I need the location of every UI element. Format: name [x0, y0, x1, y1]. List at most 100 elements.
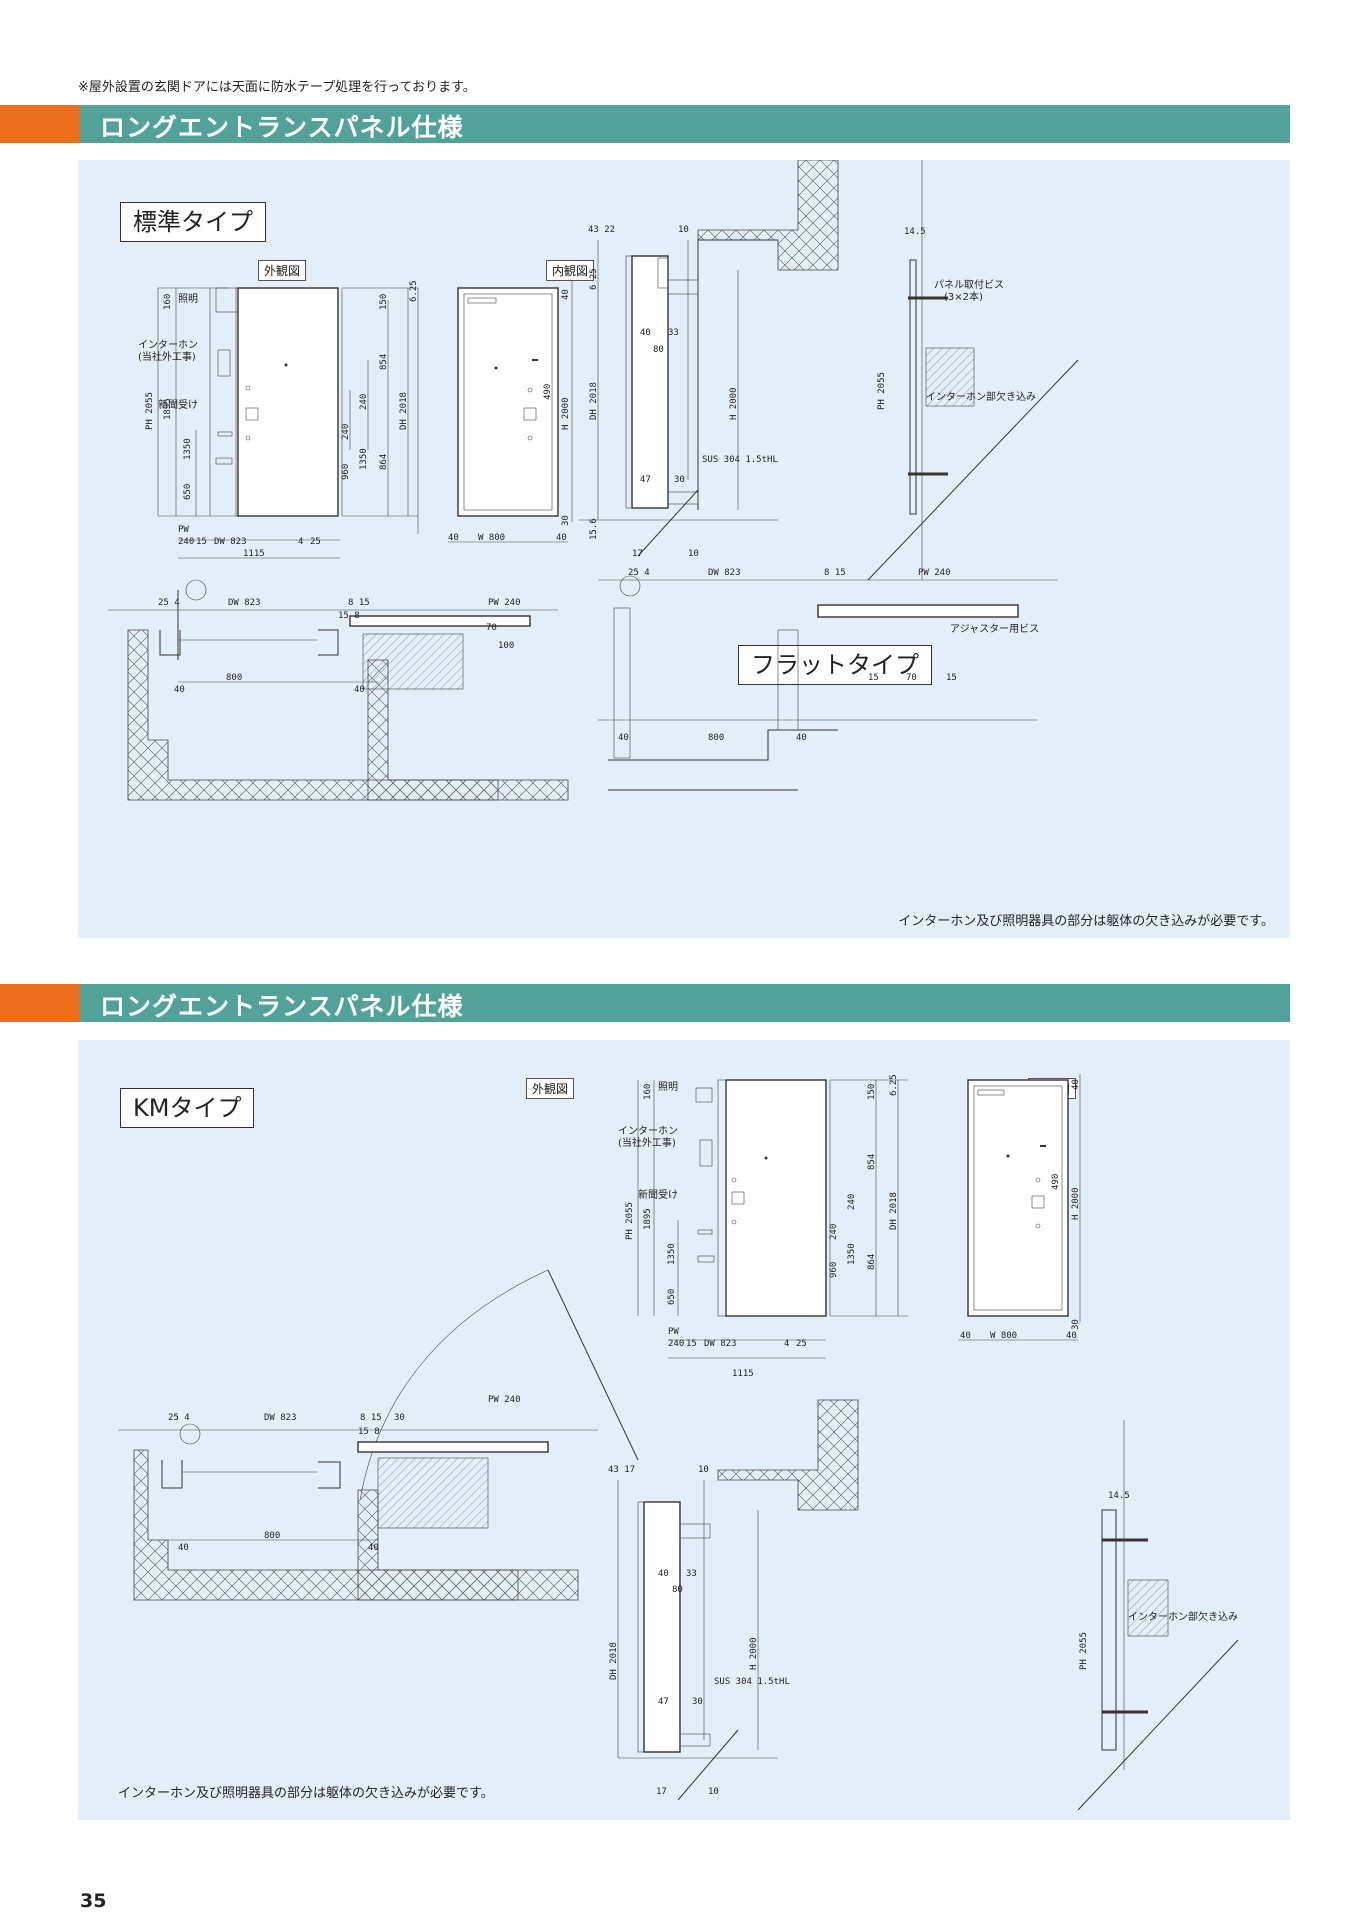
dim-80-km-sec: 80 [672, 1585, 683, 1595]
dim-pw240-km: 240 [668, 1339, 684, 1349]
dim-490-km: 490 [1051, 1174, 1061, 1190]
dim-w800: W 800 [478, 533, 505, 543]
callout-sus: SUS 304 1.5tHL [702, 455, 778, 465]
dim-960-km: 960 [829, 1262, 839, 1278]
dim-dw823-plan-km: DW 823 [264, 1413, 297, 1423]
dim-1895: 1895 [163, 398, 173, 420]
top-note: ※屋外設置の玄関ドアには天面に防水テープ処理を行っております。 [78, 80, 476, 95]
dim-47-km-sec: 47 [658, 1697, 669, 1707]
dim-dh2018: DH 2018 [399, 392, 409, 430]
dim-pw-km: PW [668, 1327, 679, 1337]
dim-40-km-sec: 40 [658, 1569, 669, 1579]
dim-1350-km: 1350 [667, 1243, 677, 1265]
dim-ph2055-km-side: PH 2055 [1079, 1632, 1089, 1670]
section1-drawings: PW 240 15 DW 823 4 25 1115 PH 2055 1895 … [108, 160, 1079, 801]
type-flat-label: フラットタイプ [738, 645, 932, 685]
dim-150-km: 150 [867, 1084, 877, 1100]
dim-30-sec: 30 [674, 475, 685, 485]
dim-625: 6.25 [409, 280, 419, 302]
dim-1350b: 1350 [359, 448, 369, 470]
dim-w800-km: W 800 [990, 1331, 1017, 1341]
section2-header: ロングエントランスパネル仕様 [0, 984, 1290, 1022]
dim-80-sec: 80 [653, 345, 664, 355]
dim-40-km-l: 40 [178, 1543, 189, 1553]
interior-view-2: 40 490 H 2000 30 40 W 800 40 [958, 1074, 1081, 1341]
dim-10-km-top: 10 [698, 1465, 709, 1475]
dim-158: 15 8 [338, 611, 360, 621]
interior-view-1: 40 490 H 2000 30 40 W 800 40 [448, 280, 573, 543]
dim-40-sec: 40 [640, 328, 651, 338]
dim-33-sec: 33 [668, 328, 679, 338]
dim-pw240: 240 [178, 537, 194, 547]
dim-47-sec: 47 [640, 475, 651, 485]
dim-30-int2: 30 [1071, 1319, 1081, 1330]
exterior-label-1: 外観図 [258, 260, 307, 281]
dim-40-plan-l: 40 [174, 685, 185, 695]
dim-160: 160 [163, 294, 173, 310]
dim-240-km-b: 240 [829, 1224, 839, 1240]
dim-800-flat: 800 [708, 733, 724, 743]
dim-dw823: DW 823 [214, 537, 247, 547]
dim-4-km: 4 [784, 1339, 789, 1349]
dim-15-flat-a: 15 [868, 673, 879, 683]
dim-10-km-bot: 10 [708, 1787, 719, 1797]
section2-panel: KMタイプ 外観図 内観図 インターホン及び照明器具の部分は躯体の欠き込みが必要… [78, 1040, 1290, 1820]
dim-dw823-km: DW 823 [704, 1339, 737, 1349]
callout-cutout-km: インターホン部欠き込み [1128, 1610, 1238, 1623]
dim-dw823-plan: DW 823 [228, 598, 261, 608]
side-section-2: 14.5 PH 2055 インターホン部欠き込み [1077, 1420, 1239, 1811]
dim-40-flat-l: 40 [618, 733, 629, 743]
dim-145-km: 14.5 [1108, 1491, 1130, 1501]
type-km-label: KMタイプ [120, 1088, 255, 1128]
callout-mail-km: 新聞受け [638, 1188, 678, 1201]
plan-view-km: 25 4 DW 823 8 15 30 15 8 PW 240 800 40 4… [118, 1269, 639, 1601]
dim-pw: PW [178, 525, 189, 535]
callout-cutout: インターホン部欠き込み [926, 390, 1036, 403]
callout-light-km: 照明 [658, 1081, 678, 1093]
dim-864-km: 864 [867, 1254, 877, 1270]
dim-815-km: 8 15 [360, 1413, 382, 1423]
section1-panel: 標準タイプ 外観図 内観図 フラットタイプ インターホン及び照明器具の部分は躯体… [78, 160, 1290, 938]
dim-30-km-sec: 30 [692, 1697, 703, 1707]
dim-10-bot: 10 [688, 549, 699, 559]
exterior-label-2: 外観図 [526, 1078, 575, 1099]
callout-light: 照明 [178, 293, 198, 305]
section2-drawings: PH 2055 1895 1350 650 160 150 6.25 854 8… [118, 1074, 1239, 1811]
dim-ph2055-side: PH 2055 [877, 372, 887, 410]
callout-screw-qty: (3×2本) [944, 290, 983, 303]
type-standard-label: 標準タイプ [120, 202, 266, 242]
dim-1350-km-b: 1350 [847, 1243, 857, 1265]
section2-title: ロングエントランスパネル仕様 [100, 992, 464, 1021]
plan-view-standard: 25 4 DW 823 8 15 15 8 PW 240 800 40 40 1… [108, 579, 569, 801]
dim-800-km: 800 [264, 1531, 280, 1541]
dim-240a: 240 [359, 394, 369, 410]
dim-40-l: 40 [448, 533, 459, 543]
dim-dh2018-km: DH 2018 [889, 1192, 899, 1230]
caption-1: インターホン及び照明器具の部分は躯体の欠き込みが必要です。 [898, 914, 1274, 929]
dim-25-km: 25 [796, 1339, 807, 1349]
dim-864: 864 [379, 454, 389, 470]
dim-625b: 6 25 [589, 268, 599, 290]
dim-dw823-flat: DW 823 [708, 568, 741, 578]
dim-h2000: H 2000 [561, 397, 571, 430]
dim-240b: 240 [341, 424, 351, 440]
callout-intercom-km: インターホン [618, 1125, 678, 1137]
dim-815-flat: 8 15 [824, 568, 846, 578]
side-section-1: 14.5 PH 2055 パネル取付ビス (3×2本) インターホン部欠き込み [867, 160, 1079, 581]
plan-view-flat: 25 4 DW 823 8 15 PW 240 800 40 40 15 70 … [598, 568, 1058, 791]
dim-15: 15 [196, 537, 207, 547]
dim-650-km: 650 [667, 1289, 677, 1305]
dim-1350: 1350 [183, 438, 193, 460]
vertical-section-2: 43 17 10 DH 2018 H 2000 SUS 304 1.5tHL 4… [608, 1399, 859, 1801]
dim-30-int: 30 [561, 515, 571, 526]
dim-854: 854 [379, 354, 389, 370]
dim-40-int2: 40 [1071, 1079, 1081, 1090]
callout-intercom: インターホン [138, 339, 198, 351]
dim-960: 960 [341, 464, 351, 480]
dim-800-plan: 800 [226, 673, 242, 683]
dim-815: 8 15 [348, 598, 370, 608]
dim-pw240-km-plan: PW 240 [488, 1395, 521, 1405]
callout-adjuster: アジャスター用ビス [950, 623, 1039, 635]
dim-854-km: 854 [867, 1154, 877, 1170]
dim-4: 4 [298, 537, 303, 547]
